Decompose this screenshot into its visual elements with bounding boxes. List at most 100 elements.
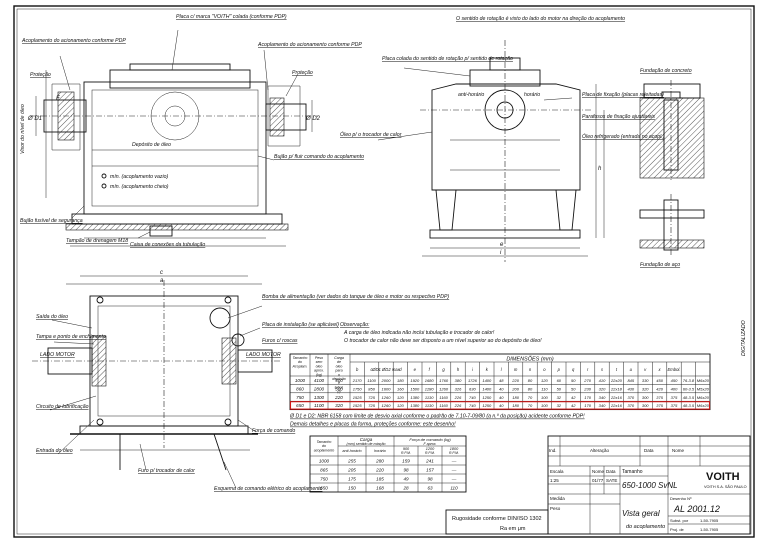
dim-head-col-8: i [472,367,474,372]
plate-marking-label: Placa de instalação (se aplicável) [262,322,339,328]
dim-cell: 300 [642,403,649,408]
dim-head-col-2: ØD1 ØD2 max [371,367,400,372]
dim-head-col-14: p [557,367,561,372]
force-head-force: Força de comando (kg) [409,437,451,442]
side-view: Placa c/ marca "VOITH" colada (conforme … [20,14,364,248]
digitalizado-stamp: DIGITALIZADO [741,320,747,356]
force-cell: 650 [320,486,328,491]
company-logo: VOITH [706,471,740,483]
coupling-housing [83,81,267,215]
force-cell: 49 [403,477,409,482]
medida-label: Medida [550,496,565,501]
force-cell: 220 [375,468,384,473]
dim-cell: 22x16 [610,395,623,400]
sheet-border [13,5,755,538]
dim-head-left-1: Peso [315,356,323,360]
dim-footnote-2: Demais detalhes e placas da forma, prote… [290,422,456,428]
fixing-screws-label: Furos c/ roscas [262,338,298,344]
force-cell: 750 [320,477,328,482]
force-cell: 159 [402,459,410,464]
dim-cell: 1100 [314,403,324,408]
dim-cell: 1160 [439,395,448,400]
tamanho-label: Tamanho [622,469,643,475]
front-housing [431,83,581,191]
svg-text:e: e [500,242,504,248]
force-head-rpm: 1200 [426,447,435,451]
svg-text:a: a [160,278,164,284]
note-1: A carga de óleo indicada não inclui tubu… [343,330,495,336]
svg-text:c: c [160,270,163,276]
dim-cell: 170 [584,403,591,408]
dim-cell: 160 [397,386,404,391]
dim-cell: 2000 [381,378,392,383]
foundation-steel-label: Fundação de aço [640,262,680,268]
dim-cell: 226 [454,395,462,400]
dim-head-col-22: Embol. [667,367,680,372]
dim-cell: 850 [368,386,375,391]
dim-cell: 80 [528,378,533,383]
dim-cell: 340 [599,395,606,400]
note-title: Observação: [340,322,370,328]
dim-cell: 1500 [410,386,420,391]
oil-level-label: Visor do nível de óleo [20,104,26,154]
dim-cell: 226 [454,403,462,408]
dim-cell: 1260 [382,395,392,400]
dim-cell: 100 [541,395,548,400]
dim-cell: 375 [671,403,678,408]
force-cell: 110 [450,486,458,491]
dim-cell: 1525 [353,395,363,400]
dim-cell: M6x20 [697,403,710,408]
dim-cell: 725 [368,403,375,408]
dim-head-col-1: c [371,367,374,372]
dim-cell: 42 [571,403,576,408]
force-cell: 168 [376,486,384,491]
lado-motor-left: LADO MOTOR [40,352,75,358]
dim-cell: 1250 [482,403,492,408]
d2-label: Ø D2 [305,116,321,122]
dim-cell: 1260 [382,403,392,408]
dim-cell: 450 [671,378,678,383]
force-table-frame [309,435,467,493]
dim-cell: 1280 [425,386,435,391]
foundation-details: Fundação de concreto Fundação de aço [639,68,705,268]
dim-cell: 4100 [314,378,325,383]
min-full-label: mín. (acoplamento cheio) [110,184,169,190]
dim-cell: 320 [642,386,649,391]
dim-head-left-2: tubul. [335,385,344,389]
force-cell: — [451,477,457,482]
note-2: O trocador de calor não deve ser dispost… [344,338,542,344]
force-cell: 63 [427,486,433,491]
dim-head-left-2: de [337,360,341,364]
mat-hdr-scale: Escala [550,469,564,474]
dim-cell: 1600 [382,386,392,391]
dim-head-col-10: l [501,367,503,372]
dim-cell: 410 [599,378,606,383]
oil-cooled-label: Óleo refrigerado (entrada no acopl.) [582,133,665,140]
dowel-label: Parafusos de fixação ajustáveis [582,114,655,120]
proj-label: Proj. de [670,527,685,532]
dim-cell: 48 [499,378,504,383]
rev-hdr-ind: Ind. [549,448,557,453]
rev-code: 1:25 [550,478,559,483]
anti-clock-label: anti-horário [458,92,484,98]
lubrication-circuit-label: Circuito de lubrificação [36,404,89,410]
protection-left-label: Proteção [30,72,51,78]
clock-label: horário [524,92,540,98]
subst-value: 1-50-7905 [700,518,719,523]
force-cell: 150 [348,486,356,491]
rev-hdr-change: Alteração [590,448,610,453]
dim-head-col-6: g [442,367,445,372]
dim-cell: 1400 [482,378,492,383]
dim-cell: 330 [642,378,649,383]
force-cell: 98 [403,468,409,473]
force-cell: 205 [347,468,356,473]
dim-cell: 375 [656,403,663,408]
oil-drain-label: Tampão de drenagem M18 [66,238,128,244]
desenho-label: Desenho Nº [670,496,692,501]
dim-cell: 50 [571,378,576,383]
force-head-rpm: 900 [403,447,410,451]
sheet-inner-border [16,8,752,535]
mat-hdr-date: Data [606,469,616,474]
